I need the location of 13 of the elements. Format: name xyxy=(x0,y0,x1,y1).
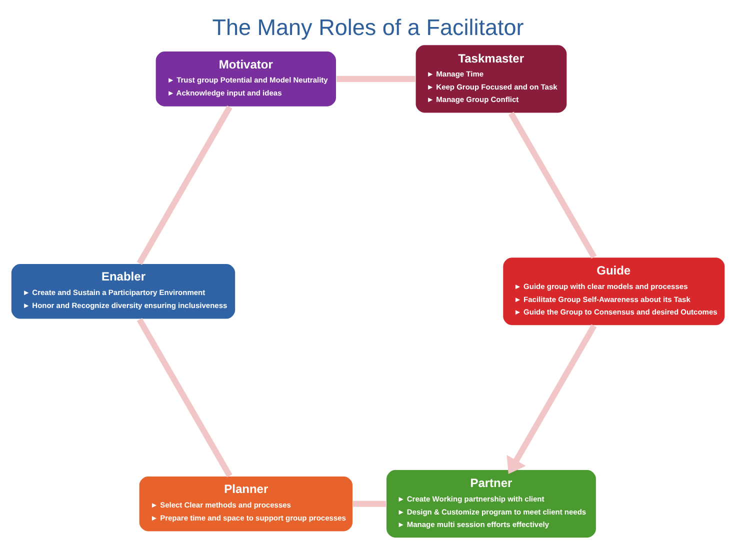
node-box: Planner ► Select Clear methods and processes ► Prepare time and space to support group processes xyxy=(138,476,354,532)
node-box: Guide ► Guide group with clear models and processes ► Facilitate Group Self-Awareness about its Task ► Guide the Group to Consensus and desired Outcomes xyxy=(502,256,726,326)
node-box: Motivator ► Trust group Potential and Model Neutrality ► Acknowledge input and ideas xyxy=(155,50,337,108)
node-box: Taskmaster ► Manage Time ► Keep Group Focused and on Task ► Manage Group Conflict xyxy=(415,44,568,114)
node-box: Partner ► Create Working partnership with client ► Design & Customize program to meet client needs ► Manage multi session efforts effectively xyxy=(386,469,597,538)
arrow xyxy=(506,324,597,474)
node-box: Enabler ► Create and Sustain a Participartory Environment ► Honor and Recognize diversity ensuring inclusiveness xyxy=(10,263,236,320)
diagram-title: The Many Roles of a Facilitator xyxy=(212,15,524,40)
connector xyxy=(352,500,386,507)
connector xyxy=(336,76,416,82)
connector xyxy=(136,106,232,265)
connector xyxy=(508,112,597,259)
connector xyxy=(136,318,232,478)
